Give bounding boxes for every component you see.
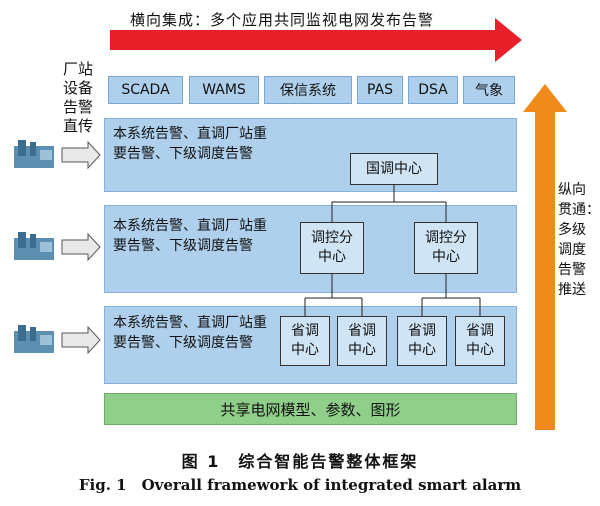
- provincial-dispatch-center: 省调中心: [337, 316, 387, 366]
- regional-control-center: 调控分中心: [414, 222, 478, 274]
- figure-caption-english: Fig. 1 Overall framework of integrated s…: [78, 476, 522, 494]
- shared-grid-model-bar: 共享电网模型、参数、图形: [104, 393, 517, 425]
- figure-caption-chinese: 图 1 综合智能告警整体框架: [181, 452, 419, 471]
- system-box-protection: 保信系统: [264, 76, 352, 104]
- horizontal-integration-arrow: [110, 18, 522, 62]
- station-arrow-1: [61, 140, 101, 170]
- tier-alarm-text: 本系统告警、直调厂站重要告警、下级调度告警: [113, 218, 267, 254]
- provincial-dispatch-center: 省调中心: [455, 316, 505, 366]
- regional-control-center: 调控分中心: [300, 222, 364, 274]
- tier-alarm-text: 本系统告警、直调厂站重要告警、下级调度告警: [113, 315, 267, 351]
- system-box-dsa: DSA: [408, 76, 458, 104]
- vertical-integration-label: 纵向 贯通： 多级 调度 告警 推送: [558, 182, 600, 298]
- system-box-scada: SCADA: [108, 76, 183, 104]
- tier-alarm-text: 本系统告警、直调厂站重要告警、下级调度告警: [113, 126, 267, 162]
- system-box-pas: PAS: [357, 76, 403, 104]
- station-arrow-2: [61, 232, 101, 262]
- provincial-dispatch-center: 省调中心: [280, 316, 330, 366]
- horizontal-integration-label: 横向集成：多个应用共同监视电网发布告警: [130, 11, 435, 29]
- substation-icon: [14, 232, 54, 260]
- provincial-dispatch-center: 省调中心: [397, 316, 447, 366]
- system-box-weather: 气象: [463, 76, 515, 104]
- system-box-wams: WAMS: [189, 76, 259, 104]
- national-dispatch-center: 国调中心: [350, 153, 438, 185]
- station-alarm-label: 厂站 设备 告警 直传: [62, 60, 93, 135]
- tier-national: [104, 118, 517, 192]
- station-arrow-3: [61, 325, 101, 355]
- vertical-integration-arrow: [523, 84, 567, 430]
- substation-icon: [14, 325, 54, 353]
- substation-icon: [14, 140, 54, 168]
